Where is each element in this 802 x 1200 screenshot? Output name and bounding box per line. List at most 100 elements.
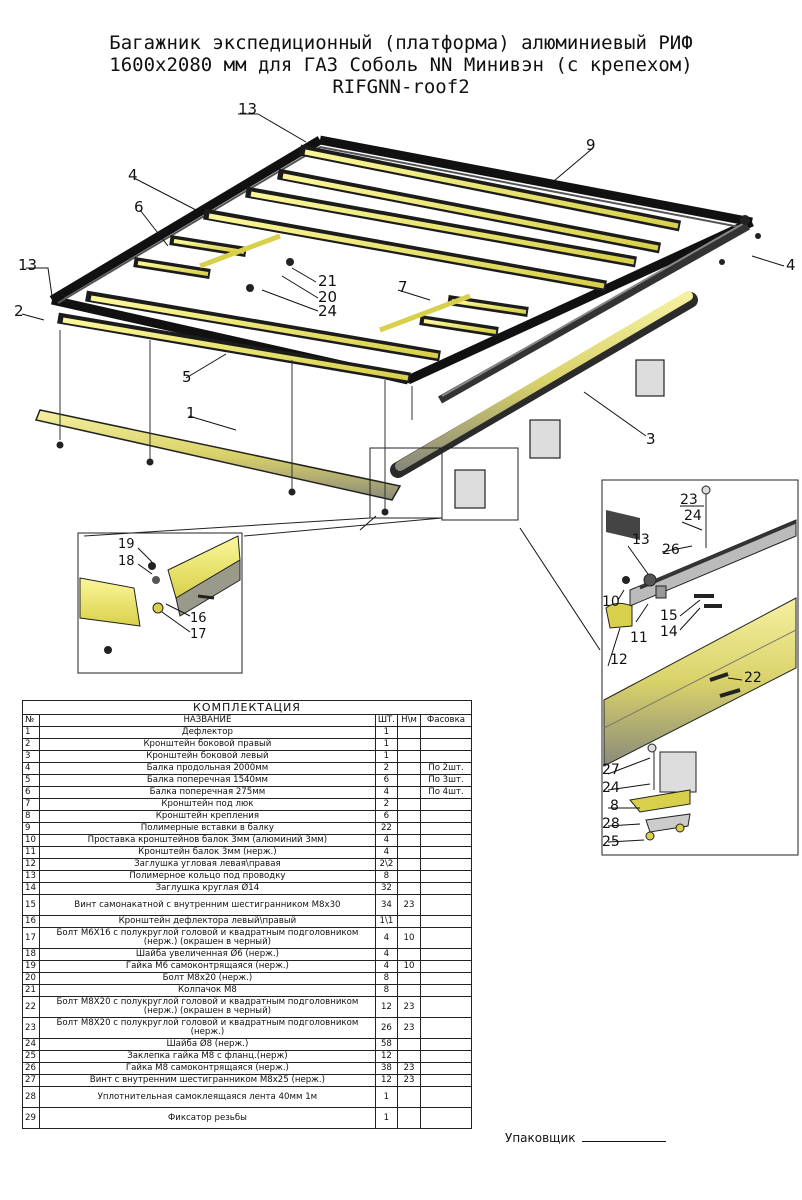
callout: 4 [786,256,796,274]
cell-qty: 4 [374,960,399,973]
short-beam [133,257,211,279]
roof-rack-frame-inner [57,146,746,304]
fastener-lines [59,330,413,510]
cross-beam [203,208,607,292]
callout: 22 [744,670,762,686]
cell-name: Колпачок M8 [39,984,376,997]
cell-name: Шайба Ø8 (нерж.) [39,1038,376,1051]
main-callouts: 13 9 4 6 13 2 21 20 24 7 5 1 3 4 [14,100,796,448]
cell-qty: 8 [374,984,399,997]
cell-pack [420,798,472,811]
title-line-2: 1600x2080 мм для ГАЗ Соболь NN Минивэн (… [109,54,693,76]
cell-name: Заглушка угловая левая\правая [39,858,376,871]
cell-name: Кронштейн крепления [39,810,376,823]
cell-name: Балка продольная 2000мм [39,762,376,775]
cell-pack [420,1074,472,1087]
cell-nm [397,834,421,847]
callout: 20 [318,288,337,306]
cell-qty: 58 [374,1038,399,1051]
callout: 16 [190,611,207,626]
cell-qty: 1 [374,1086,399,1108]
cell-pack: По 3шт. [420,774,472,787]
packer-signature: Упаковщик [505,1130,666,1145]
cell-name: Балка поперечная 275мм [39,786,376,799]
callout: 13 [632,532,650,548]
cell-num: 13 [22,870,40,883]
cell-name: Балка поперечная 1540мм [39,774,376,787]
cell-nm [397,882,421,895]
cell-pack [420,1062,472,1075]
cell-qty: 12 [374,1074,399,1087]
cell-nm: 10 [397,960,421,973]
cell-name: Гайка M8 самоконтрящаяся (нерж.) [39,1062,376,1075]
callout: 26 [662,542,680,558]
callout: 21 [318,272,337,290]
callout: 18 [118,554,135,569]
mounting-brackets [454,359,665,509]
cell-num: 18 [22,948,40,961]
cell-nm: 23 [397,1062,421,1075]
cell-name: Болт M6X16 с полукруглой головой и квадр… [39,927,376,949]
cell-name: Болт M8X20 с полукруглой головой и квадр… [39,1017,376,1039]
cell-nm [397,822,421,835]
nut [381,508,389,516]
cell-name: Шайба увеличенная Ø6 (нерж.) [39,948,376,961]
callout: 24 [602,780,620,796]
nut [719,259,725,265]
cell-name: Кронштейн боковой правый [39,738,376,751]
callout: 5 [182,368,192,386]
cell-nm [397,858,421,871]
cell-name: Винт с внутренним шестигранником M8x25 (… [39,1074,376,1087]
cell-num: 15 [22,894,40,916]
cell-nm [397,1050,421,1063]
cell-num: 4 [22,762,40,775]
detail-view-right-drawing: 23 24 13 26 10 15 14 11 12 22 27 24 8 28… [601,479,799,856]
callout: 1 [186,404,196,422]
cell-name: Уплотнительная самоклеящаяся лента 40мм … [39,1086,376,1108]
cell-num: 26 [22,1062,40,1075]
cell-qty: 1 [374,750,399,763]
cell-name: Кронштейн балок 3мм (нерж.) [39,846,376,859]
hatch-bracket [199,233,471,333]
cell-num: 27 [22,1074,40,1087]
callout: 15 [660,608,678,624]
cell-qty: 8 [374,870,399,883]
cell-qty: 1 [374,726,399,739]
cell-name: Полимерное кольцо под проводку [39,870,376,883]
cell-qty: 4 [374,927,399,949]
parts-table-caption: КОМПЛЕКТАЦИЯ [22,700,472,715]
cell-qty: 32 [374,882,399,895]
nut [288,488,296,496]
cell-pack [420,1050,472,1063]
short-beam [419,315,499,337]
col-name: НАЗВАНИЕ [39,714,376,727]
cell-qty: 26 [374,1017,399,1039]
end-cap [740,215,750,225]
cell-qty: 2 [374,798,399,811]
parts-table: КОМПЛЕКТАЦИЯ № НАЗВАНИЕ ШТ. Н\м Фасовка … [22,700,472,1129]
cell-pack [420,1086,472,1108]
cell-nm [397,948,421,961]
cell-nm: 10 [397,927,421,949]
cell-nm [397,915,421,928]
cell-pack [420,750,472,763]
cell-name: Заклепка гайка M8 с фланц.(нерж) [39,1050,376,1063]
cell-nm: 23 [397,1017,421,1039]
short-beam [169,235,247,257]
short-beam [447,295,529,317]
cell-nm [397,846,421,859]
cell-qty: 34 [374,894,399,916]
callout: 4 [128,166,138,184]
packer-signature-line [581,1130,666,1142]
cell-nm [397,738,421,751]
